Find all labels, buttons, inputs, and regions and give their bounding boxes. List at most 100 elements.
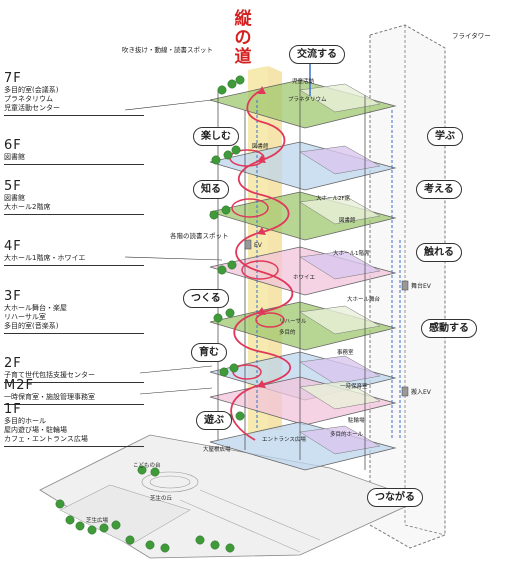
elevator-icon xyxy=(401,386,409,397)
floor-rule xyxy=(4,333,144,334)
floor-rule xyxy=(4,382,144,383)
tree-icon xyxy=(219,367,229,377)
floor-description: 大ホール舞台・楽屋 リハーサル室 多目的室(音楽系) xyxy=(4,304,67,330)
slab-label: 大ホール舞台 xyxy=(347,295,381,303)
floor-description: 図書館 xyxy=(4,153,25,161)
keyword-pill: 交流する xyxy=(289,45,345,64)
floor-level: 4F xyxy=(4,239,22,254)
slab-label: 図書館 xyxy=(252,142,269,150)
keyword-pill: 考える xyxy=(416,180,462,199)
keyword-pill: つながる xyxy=(367,488,423,507)
flytower-annotation: フライタワー xyxy=(452,32,491,40)
room-block xyxy=(299,195,381,225)
floor-description: 多目的室(会議系) プラネタリウム 児童活動センター xyxy=(4,86,60,112)
elevator-icon xyxy=(244,239,252,250)
keyword-pill: 感動する xyxy=(421,319,477,338)
slab-label: 多目的 xyxy=(279,328,296,336)
tree-icon xyxy=(235,411,245,421)
tree-icon xyxy=(209,210,219,220)
tree-icon xyxy=(223,150,233,160)
room-block xyxy=(299,425,381,455)
floor-slab xyxy=(209,141,397,191)
room-block xyxy=(299,305,381,335)
slab-label: 大ホール1階席 xyxy=(333,249,370,257)
slab-label: エントランス広場 xyxy=(262,435,306,443)
fukinuke-annotation: 吹き抜け・動線・読書スポット xyxy=(122,46,213,54)
tree-icon xyxy=(87,525,97,535)
floor-description: 図書館 大ホール2階席 xyxy=(4,194,51,211)
tree-icon xyxy=(55,499,65,509)
floor-level: 3F xyxy=(4,289,22,304)
tree-icon xyxy=(210,540,220,550)
floor-description: 多目的ホール 屋内遊び場・駐輪場 カフェ・エントランス広場 xyxy=(4,417,88,443)
slab-label: 駐輪場 xyxy=(348,416,365,424)
tree-icon xyxy=(229,363,239,373)
floor-slabs xyxy=(209,79,397,471)
tree-icon xyxy=(111,520,121,530)
floor-level: M2F xyxy=(4,378,34,393)
floor-description: 大ホール1階席・ホワイエ xyxy=(4,254,86,262)
room-block xyxy=(299,380,381,410)
tree-icon xyxy=(217,265,227,275)
floor-slab xyxy=(209,191,397,241)
room-block xyxy=(299,83,381,113)
tree-icon xyxy=(195,535,205,545)
tree-icon xyxy=(65,515,75,525)
slab-label: 大屋根広場 xyxy=(203,445,231,453)
floor-slab xyxy=(209,246,397,296)
tree-icon xyxy=(225,543,235,553)
slab-label: 児童活動 xyxy=(292,77,315,85)
tree-icon xyxy=(227,260,237,270)
slab-label: 芝生広場 xyxy=(86,516,109,524)
tree-icon xyxy=(99,523,109,533)
slab-labels: 児童活動プラネタリウム図書館大ホール2F席図書館大ホール1階席ホワイエ大ホール舞… xyxy=(86,77,381,524)
floor-rule xyxy=(4,446,144,447)
tree-icon xyxy=(221,205,231,215)
elevator-icon xyxy=(401,280,409,291)
floor-rule xyxy=(4,164,144,165)
tree-icon xyxy=(137,465,147,475)
tree-icon xyxy=(227,79,237,89)
floor-rule xyxy=(4,214,144,215)
slab-label: プラネタリウム xyxy=(288,95,327,103)
floor-description: 一時保育室・施設管理事務室 xyxy=(4,393,95,401)
tree-icon xyxy=(225,308,235,318)
keyword-pill: つくる xyxy=(183,289,229,308)
tree-icon xyxy=(75,521,85,531)
floor-slab xyxy=(209,79,397,129)
keyword-pill: 楽しむ xyxy=(193,127,239,146)
floor-level: 1F xyxy=(4,402,22,417)
tree-icon xyxy=(217,85,227,95)
slab-label: こどもの台 xyxy=(133,461,161,469)
slab-label: リハーサル xyxy=(279,318,307,325)
reading-spots-annotation: 各階の読書スポット xyxy=(170,232,229,240)
slab-label: 図書館 xyxy=(339,216,356,224)
keyword-pill: 遊ぶ xyxy=(196,411,232,430)
tree-icon xyxy=(160,543,170,553)
tree-icon xyxy=(231,145,241,155)
slab-label: 多目的ホール xyxy=(330,430,364,438)
floor-level: 7F xyxy=(4,71,22,86)
vertical-circulation-lines xyxy=(256,100,401,440)
slab-label: ホワイエ xyxy=(293,274,315,281)
floor-slab xyxy=(209,421,397,471)
floor-rule xyxy=(4,265,144,266)
keyword-pill: 知る xyxy=(193,180,229,199)
elevator-label: 搬入EV xyxy=(411,388,432,396)
spiral-route xyxy=(230,89,294,441)
floor-slab xyxy=(209,376,397,426)
tree-icon xyxy=(211,155,221,165)
keyword-pill: 育む xyxy=(191,343,227,362)
slab-label: 事務室 xyxy=(337,348,354,356)
room-block xyxy=(299,355,381,385)
keyword-pill: 触れる xyxy=(416,243,462,262)
floor-description: 子育て世代包括支援センター xyxy=(4,371,95,379)
